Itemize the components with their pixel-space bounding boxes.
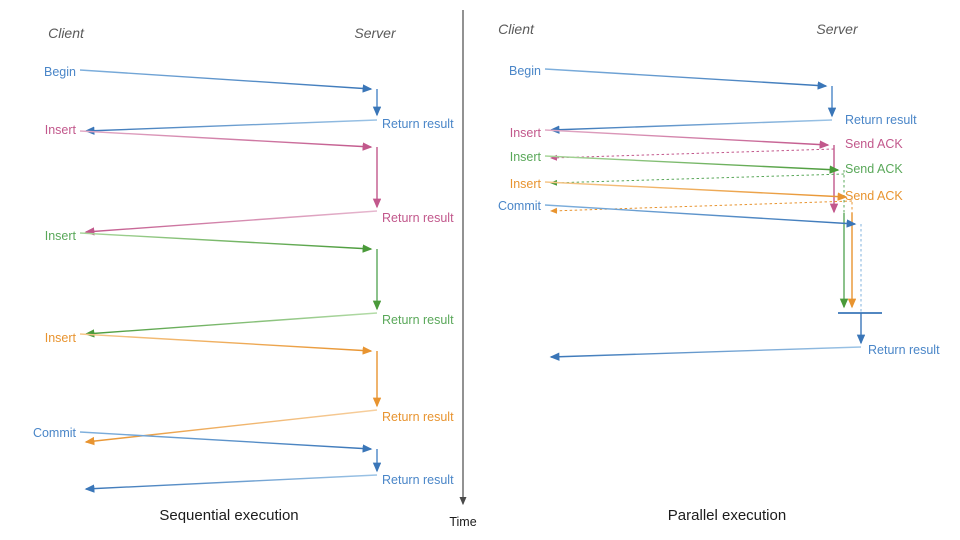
left-reply-arrow-begin <box>84 119 378 135</box>
right-reply-arrow-begin <box>549 119 833 134</box>
left-message-label-insert-1: Insert <box>45 123 77 137</box>
left-reply-arrow-insert-2 <box>84 312 378 338</box>
left-request-arrow-insert-3 <box>79 333 373 355</box>
right-ack-arrow-insert-2 <box>550 173 845 186</box>
right-message-label-insert-3: Insert <box>510 177 542 191</box>
left-message-begin: Begin Return result <box>44 65 454 135</box>
left-message-label-begin: Begin <box>44 65 76 79</box>
left-reply-arrow-commit <box>84 474 378 493</box>
left-reply-arrow-insert-3 <box>84 409 378 446</box>
right-message-commit: Commit Return result <box>498 199 940 361</box>
right-message-label-commit: Commit <box>498 199 542 213</box>
left-request-arrow-commit <box>79 431 373 453</box>
right-client-actor-label: Client <box>498 21 535 37</box>
left-request-arrow-begin <box>79 69 373 93</box>
left-reply-label-commit: Return result <box>382 473 454 487</box>
left-request-arrow-insert-1 <box>79 130 373 151</box>
left-message-insert-1: Insert Return result <box>45 123 454 236</box>
right-ack-arrow-insert-3 <box>550 200 853 214</box>
right-reply-label-commit: Return result <box>868 343 940 357</box>
left-request-arrow-insert-2 <box>79 232 373 253</box>
left-message-insert-3: Insert Return result <box>45 331 454 446</box>
right-message-insert-1: Insert Send ACK <box>510 126 903 214</box>
right-message-insert-3: Insert Send ACK <box>510 177 903 309</box>
right-request-arrow-begin <box>544 68 828 90</box>
left-reply-arrow-insert-1 <box>84 210 378 236</box>
right-message-begin: Begin Return result <box>509 64 917 134</box>
left-message-insert-2: Insert Return result <box>45 229 454 338</box>
right-request-arrow-commit <box>544 204 857 228</box>
right-request-arrow-insert-2 <box>544 155 840 174</box>
right-message-label-insert-2: Insert <box>510 150 542 164</box>
left-message-label-insert-3: Insert <box>45 331 77 345</box>
time-axis-label: Time <box>449 515 476 529</box>
left-reply-label-insert-2: Return result <box>382 313 454 327</box>
right-panel-parallel: Client Server Begin Return result Insert… <box>498 21 940 524</box>
right-server-actor-label: Server <box>816 21 859 37</box>
right-message-label-insert-1: Insert <box>510 126 542 140</box>
right-reply-arrow-commit <box>549 346 862 361</box>
left-message-label-insert-2: Insert <box>45 229 77 243</box>
left-reply-label-begin: Return result <box>382 117 454 131</box>
right-panel-caption: Parallel execution <box>668 507 786 524</box>
right-ack-label-insert-1: Send ACK <box>845 137 903 151</box>
right-reply-label-begin: Return result <box>845 113 917 127</box>
right-request-arrow-insert-3 <box>544 181 848 201</box>
left-message-label-commit: Commit <box>33 426 77 440</box>
right-message-label-begin: Begin <box>509 64 541 78</box>
left-reply-label-insert-1: Return result <box>382 211 454 225</box>
time-axis: Time <box>449 10 477 529</box>
left-panel-sequential: Client Server Begin Return result Insert… <box>33 25 454 524</box>
right-ack-label-insert-2: Send ACK <box>845 162 903 176</box>
right-message-insert-2: Insert Send ACK <box>510 150 903 309</box>
left-reply-label-insert-3: Return result <box>382 410 454 424</box>
left-message-commit: Commit Return result <box>33 426 454 493</box>
right-request-arrow-insert-1 <box>544 129 830 149</box>
left-server-actor-label: Server <box>354 25 397 41</box>
right-ack-label-insert-3: Send ACK <box>845 189 903 203</box>
right-ack-arrow-insert-1 <box>550 148 835 161</box>
left-panel-caption: Sequential execution <box>159 507 298 524</box>
left-client-actor-label: Client <box>48 25 85 41</box>
